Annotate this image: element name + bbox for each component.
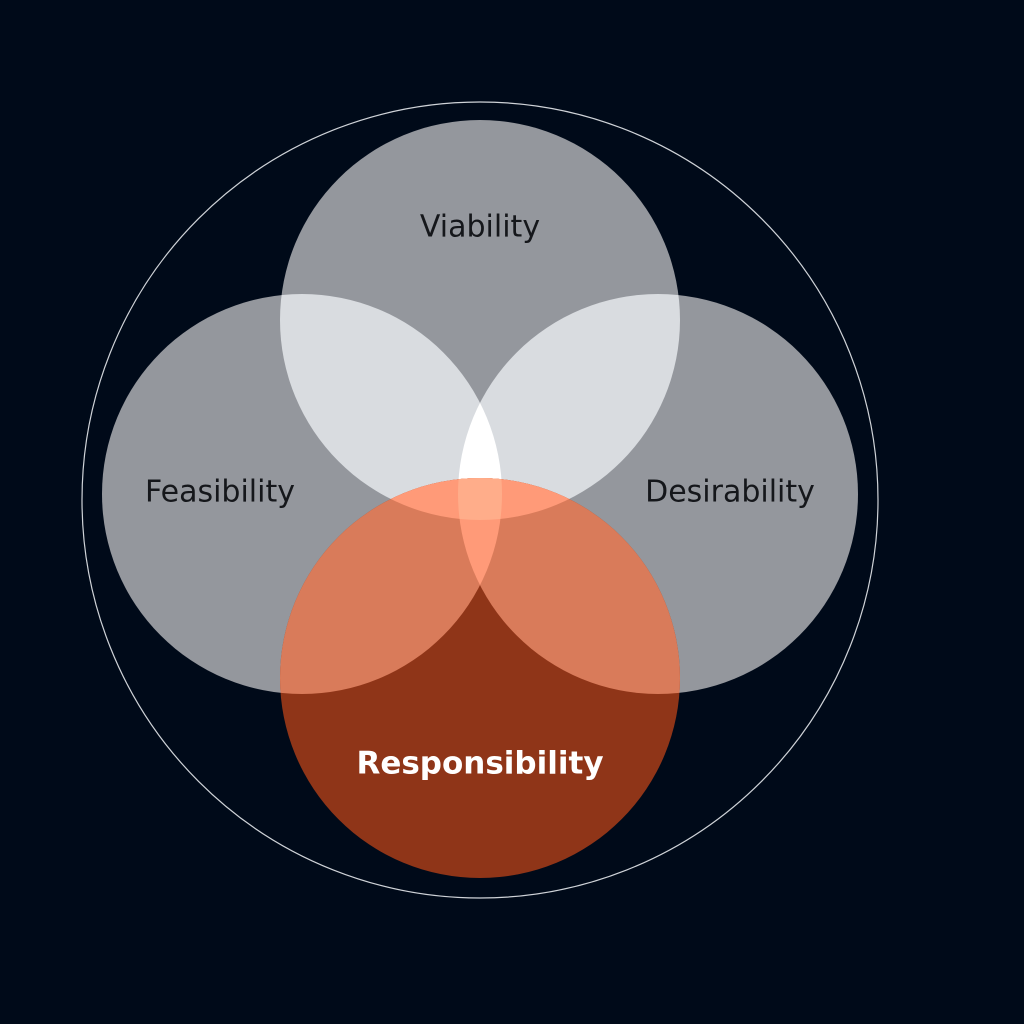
responsibility-label: Responsibility	[356, 746, 603, 782]
feasibility-label: Feasibility	[145, 475, 295, 510]
outer-ring	[81, 101, 879, 899]
viability-label: Viability	[420, 210, 540, 245]
desirability-label: Desirability	[645, 475, 815, 510]
